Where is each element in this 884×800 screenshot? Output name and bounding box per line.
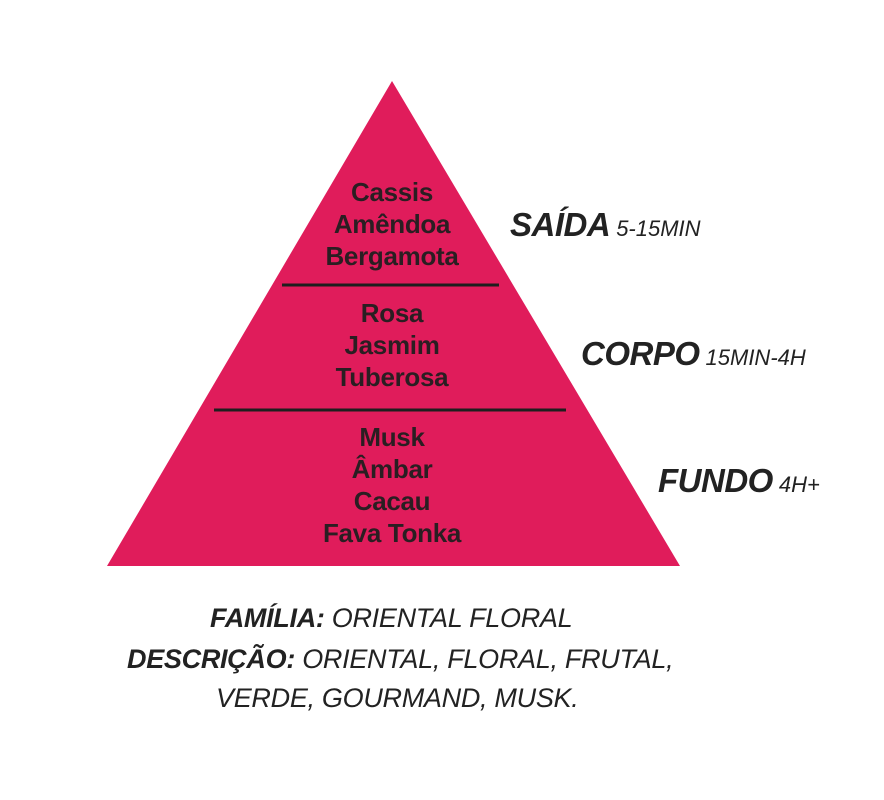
note-item: Rosa [360, 298, 424, 328]
note-item: Cacau [353, 486, 431, 516]
base-notes: Musk Âmbar Cacau Fava Tonka [292, 421, 492, 549]
top-notes: Cassis Amêndoa Bergamota [292, 176, 492, 272]
tier-name: CORPO [581, 335, 700, 372]
tier-name: SAÍDA [510, 206, 611, 243]
description-text-2: VERDE, GOURMAND, MUSK. [216, 683, 579, 713]
note-item: Cassis [350, 177, 434, 207]
note-item: Jasmim [344, 330, 440, 360]
note-item: Fava Tonka [322, 518, 462, 548]
note-item: Âmbar [351, 454, 433, 484]
note-item: Tuberosa [335, 362, 449, 392]
family-value: ORIENTAL FLORAL [331, 603, 573, 633]
tier-time: 4H+ [778, 472, 820, 497]
tier-time: 5-15MIN [616, 216, 701, 241]
heart-notes: Rosa Jasmim Tuberosa [292, 297, 492, 393]
family-line: FAMÍLIA: ORIENTAL FLORAL [210, 600, 573, 637]
description-label: DESCRIÇÃO: [127, 644, 296, 674]
note-item: Musk [359, 422, 425, 452]
note-item: Amêndoa [333, 209, 451, 239]
tier-time: 15MIN-4H [705, 345, 806, 370]
description-line-2: VERDE, GOURMAND, MUSK. [216, 680, 579, 717]
tier-name: FUNDO [658, 462, 773, 499]
pyramid-triangle [107, 81, 680, 566]
description-text-1: ORIENTAL, FLORAL, FRUTAL, [302, 644, 674, 674]
family-label: FAMÍLIA: [210, 603, 325, 633]
description-line-1: DESCRIÇÃO: ORIENTAL, FLORAL, FRUTAL, [127, 641, 674, 678]
note-item: Bergamota [325, 241, 459, 271]
